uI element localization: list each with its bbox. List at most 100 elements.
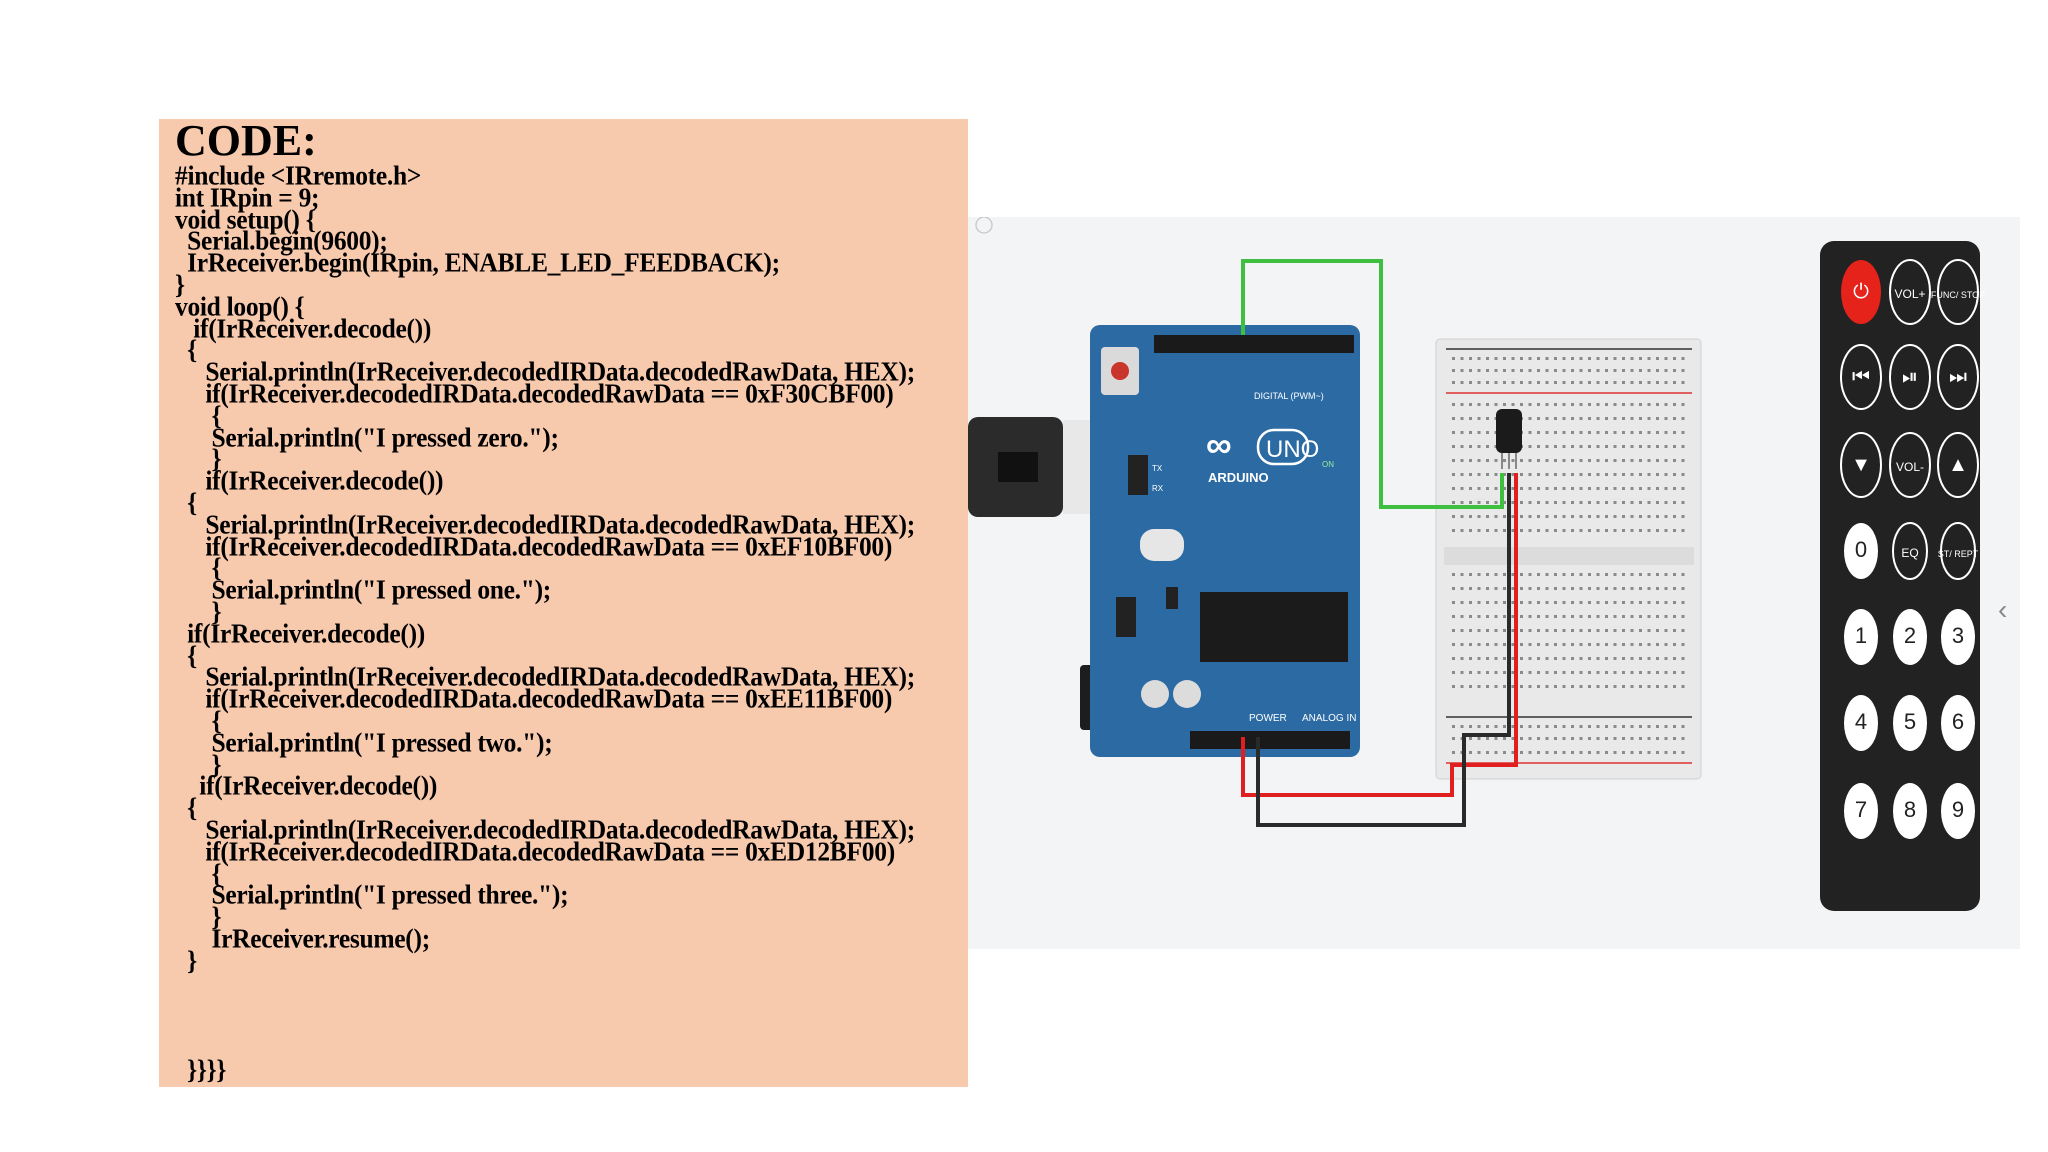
arduino-board: ∞ UNO ARDUINO DIGITAL (PWM~) POWER ANALO… (1090, 325, 1360, 757)
remote-button-label: 1 (1855, 623, 1867, 648)
code-line: IrReceiver.resume(); (175, 922, 430, 955)
remote-button-19[interactable]: 8 (1893, 783, 1927, 839)
code-line: { (175, 552, 222, 584)
remote-button-17[interactable]: 6 (1941, 695, 1975, 751)
code-line: Serial.println(IrReceiver.decodedIRData.… (175, 661, 915, 693)
remote-button-4[interactable]: ⏯ (1889, 344, 1931, 410)
remote-button-label: 6 (1952, 709, 1964, 734)
code-line: if(IrReceiver.decodedIRData.decodedRawDa… (175, 377, 894, 410)
remote-button-14[interactable]: 3 (1941, 609, 1975, 665)
code-line: if(IrReceiver.decodedIRData.decodedRawDa… (175, 835, 895, 867)
down-triangle-icon: ▼ (1851, 454, 1871, 476)
power-label: POWER (1249, 713, 1287, 724)
circuit-diagram: ∞ UNO ARDUINO DIGITAL (PWM~) POWER ANALO… (968, 217, 2020, 949)
remote-button-12[interactable]: 1 (1844, 609, 1878, 665)
code-line: { (175, 399, 222, 431)
remote-button-label: 9 (1952, 797, 1964, 822)
code-line: { (175, 334, 197, 366)
code-line: { (175, 857, 222, 889)
code-heading: CODE: (175, 119, 317, 165)
uno-text: UNO (1266, 436, 1319, 463)
breadboard-holes (1452, 357, 1685, 754)
remote-button-15[interactable]: 4 (1844, 695, 1878, 751)
remote-button-7[interactable]: VOL- (1889, 432, 1931, 498)
remote-button-label: FUNC/ STOP (1931, 290, 1985, 300)
code-line: { (175, 639, 197, 671)
code-line (175, 1036, 968, 1060)
code-line: } (175, 900, 222, 933)
analog-label: ANALOG IN (1302, 713, 1356, 724)
capacitor-2 (1173, 680, 1201, 708)
remote-button-label: 7 (1855, 797, 1867, 822)
tx-label: TX (1152, 464, 1163, 473)
code-line: Serial.println("I pressed two."); (175, 726, 553, 758)
code-line: #include <IRremote.h> (175, 159, 422, 192)
remote-button-13[interactable]: 2 (1893, 609, 1927, 665)
code-line: if(IrReceiver.decode()) (175, 464, 444, 497)
remote-button-16[interactable]: 5 (1893, 695, 1927, 751)
remote-button-10[interactable]: EQ (1892, 522, 1928, 580)
code-line: } (175, 595, 222, 628)
breadboard (1435, 338, 1702, 780)
code-line (175, 1014, 968, 1038)
remote-button-label: ST/ REPT (1938, 549, 1979, 559)
remote-button-0[interactable]: ⏻ (1841, 260, 1881, 324)
code-line: } (175, 748, 222, 780)
code-line: { (175, 704, 222, 737)
crystal (1140, 529, 1184, 561)
code-line: Serial.println("I pressed zero."); (175, 421, 559, 453)
code-line (175, 992, 968, 1016)
atmega-chip (1200, 592, 1348, 662)
power-icon: ⏻ (1853, 281, 1869, 303)
remote-button-6[interactable]: ▼ (1840, 432, 1882, 498)
remote-button-label: VOL+ (1894, 287, 1925, 301)
remote-button-2[interactable]: FUNC/ STOP (1931, 259, 1985, 325)
code-line: { (175, 791, 197, 824)
remote-button-label: 0 (1855, 537, 1867, 562)
ir-receiver (1496, 409, 1522, 469)
remote-button-5[interactable]: ⏭ (1937, 344, 1979, 410)
code-line: if(IrReceiver.decodedIRData.decodedRawDa… (175, 530, 893, 562)
corner-circle-icon (975, 217, 993, 234)
play-pause-icon: ⏯ (1902, 366, 1918, 388)
code-line: } (175, 443, 222, 475)
code-panel: CODE: #include <IRremote.h>int IRpin = 9… (159, 119, 968, 1087)
code-line: if(IrReceiver.decodedIRData.decodedRawDa… (175, 682, 893, 715)
remote-button-11[interactable]: ST/ REPT (1938, 522, 1979, 580)
remote-button-label: VOL- (1896, 460, 1924, 474)
remote-button-label: 5 (1904, 709, 1916, 734)
fast-forward-icon: ⏭ (1949, 366, 1967, 388)
rx-label: RX (1152, 484, 1164, 493)
code-line: Serial.println(IrReceiver.decodedIRData.… (175, 508, 915, 540)
remote-button-3[interactable]: ⏮ (1840, 344, 1882, 410)
arduino-logo-icon: ∞ (1206, 424, 1232, 465)
code-line: Serial.println(IrReceiver.decodedIRData.… (175, 355, 915, 388)
code-line (175, 971, 968, 995)
rewind-icon: ⏮ (1852, 366, 1870, 388)
collapse-arrow-icon: ‹ (1998, 594, 2007, 625)
up-triangle-icon: ▲ (1948, 454, 1968, 476)
remote-button-1[interactable]: VOL+ (1889, 259, 1931, 325)
remote-button-9[interactable]: 0 (1844, 523, 1878, 579)
code-line: } (175, 268, 185, 301)
arduino-brand-text: ARDUINO (1208, 470, 1269, 485)
remote-button-20[interactable]: 9 (1941, 783, 1975, 839)
code-listing: #include <IRremote.h>int IRpin = 9;void … (175, 159, 968, 1083)
remote-button-label: 2 (1904, 623, 1916, 648)
remote-button-label: 8 (1904, 797, 1916, 822)
power-analog-header (1190, 731, 1350, 749)
ir-remote: ⏻ VOL+ FUNC/ STOP ⏮ ⏯ ⏭ ▼ VOL- ▲ 0 EQ ST/ REPT 1 2 3 4 5… (1820, 241, 1985, 911)
remote-button-label: EQ (1901, 546, 1918, 560)
remote-button-label: 4 (1855, 709, 1867, 734)
code-line: Serial.begin(9600); (175, 225, 388, 257)
code-line: void loop() { (175, 290, 305, 322)
remote-button-8[interactable]: ▲ (1937, 432, 1979, 498)
code-line: if(IrReceiver.decode()) (175, 770, 438, 802)
code-line: Serial.println("I pressed three."); (175, 879, 569, 911)
remote-button-label: 3 (1952, 623, 1964, 648)
on-label: ON (1322, 460, 1334, 469)
code-line: if(IrReceiver.decode()) (175, 312, 432, 344)
digital-label: DIGITAL (PWM~) (1254, 391, 1324, 401)
remote-button-18[interactable]: 7 (1844, 783, 1878, 839)
code-line: Serial.println(IrReceiver.decodedIRData.… (175, 813, 915, 846)
